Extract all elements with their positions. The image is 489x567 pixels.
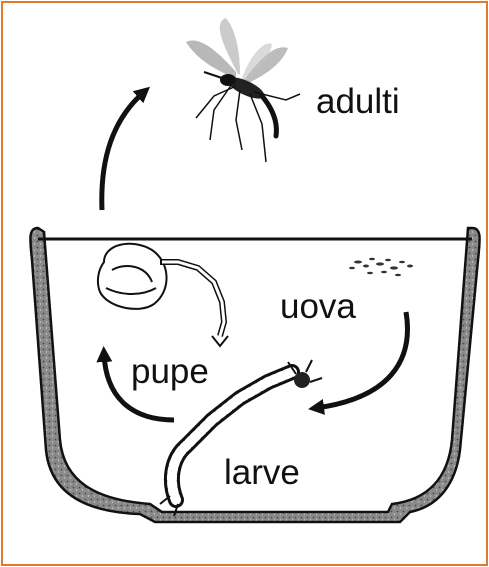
label-larvae: larve [224, 453, 300, 492]
pupa-icon [98, 244, 228, 346]
label-eggs: uova [280, 287, 356, 326]
arrow-pupae-to-adults [102, 92, 144, 210]
eggs-icon [349, 258, 413, 277]
label-adults: adulti [316, 82, 400, 121]
label-pupae: pupe [131, 352, 209, 391]
arrow-eggs-to-larvae [316, 312, 407, 408]
adult-mosquito-icon [186, 18, 300, 162]
